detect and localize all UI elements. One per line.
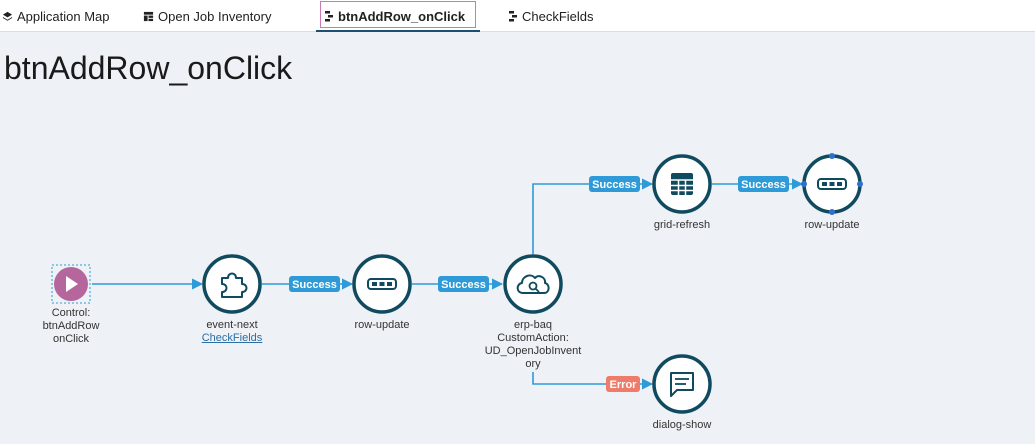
control-node[interactable] <box>51 264 91 304</box>
tab-open-job-inventory[interactable]: Open Job Inventory <box>143 0 271 32</box>
row-update-label-text: row-update <box>804 219 860 231</box>
cloud-search-icon <box>516 274 550 294</box>
connection-handle[interactable] <box>801 181 807 187</box>
flow-canvas: Success Success Success Success Error <box>51 153 863 414</box>
event-next-node[interactable] <box>202 254 262 314</box>
erp-baq-label-line3: UD_OpenJobInvent <box>484 345 582 357</box>
grid-refresh-label: grid-refresh <box>654 219 710 232</box>
event-next-label-text: event-next <box>206 319 258 331</box>
workflow-icon <box>508 10 518 22</box>
erp-baq-node[interactable] <box>503 254 563 314</box>
row-update-node-selected[interactable] <box>801 153 863 215</box>
selection-box <box>51 264 91 304</box>
tab-label: CheckFields <box>522 8 594 24</box>
row-update-label-text: row-update <box>354 319 410 331</box>
tab-btnaddrow-onclick[interactable]: btnAddRow_onClick <box>316 0 480 32</box>
success-badge: Success <box>438 276 489 292</box>
tab-checkfields[interactable]: CheckFields <box>508 0 594 32</box>
table-grid-icon <box>671 173 693 195</box>
erp-baq-label-line1: erp-baq <box>514 319 552 331</box>
dialog-show-label-text: dialog-show <box>652 419 712 431</box>
workflow-icon <box>324 10 334 22</box>
active-tab-frame <box>320 1 476 28</box>
success-badge-text: Success <box>592 179 637 191</box>
tab-label: Open Job Inventory <box>158 8 272 24</box>
control-label: Control: btnAddRow onClick <box>43 307 100 346</box>
row-update-label-2: row-update <box>804 219 859 232</box>
tab-application-map[interactable]: Application Map <box>2 0 110 32</box>
tab-bar: Application Map Open Job Inventory btnAd… <box>0 0 1035 32</box>
row-update-node[interactable] <box>352 254 412 314</box>
control-label-line2: btnAddRow <box>42 320 100 332</box>
connection-handle[interactable] <box>829 153 835 159</box>
tab-label: Application Map <box>17 8 110 24</box>
connection-handle[interactable] <box>829 209 835 215</box>
row-icon <box>367 278 397 290</box>
message-icon <box>670 372 694 397</box>
layers-icon <box>2 11 13 22</box>
grid-refresh-label-text: grid-refresh <box>653 219 711 231</box>
success-badge: Success <box>289 276 340 292</box>
control-label-line1: Control: <box>51 307 91 319</box>
play-icon <box>66 276 78 292</box>
success-badge-text: Success <box>292 279 337 291</box>
checkfields-link[interactable]: CheckFields <box>201 332 263 344</box>
puzzle-icon <box>221 272 248 298</box>
success-badge-text: Success <box>741 179 786 191</box>
connection-handle[interactable] <box>857 181 863 187</box>
success-badge-text: Success <box>441 279 486 291</box>
grid-refresh-node[interactable] <box>652 154 712 214</box>
grid-layout-icon <box>143 11 154 22</box>
dialog-show-node[interactable] <box>652 354 712 414</box>
error-badge-text: Error <box>610 379 638 391</box>
active-tab-underline <box>316 30 480 32</box>
event-next-label: event-next CheckFields <box>202 319 263 345</box>
erp-baq-label-line2: CustomAction: <box>497 332 569 344</box>
control-label-line3: onClick <box>52 333 90 345</box>
row-icon <box>817 178 847 190</box>
success-badge: Success <box>589 176 640 192</box>
dialog-show-label: dialog-show <box>653 419 712 432</box>
erp-baq-label-line4: ory <box>525 358 541 370</box>
success-badge: Success <box>738 176 789 192</box>
page-title: btnAddRow_onClick <box>4 50 293 86</box>
row-update-label: row-update <box>354 319 409 332</box>
tab-label: btnAddRow_onClick <box>338 8 466 24</box>
connector-erp-baq-grid-refresh <box>532 178 654 254</box>
erp-baq-label: erp-baq CustomAction: UD_OpenJobInvent o… <box>485 319 582 371</box>
error-badge: Error <box>606 376 640 392</box>
